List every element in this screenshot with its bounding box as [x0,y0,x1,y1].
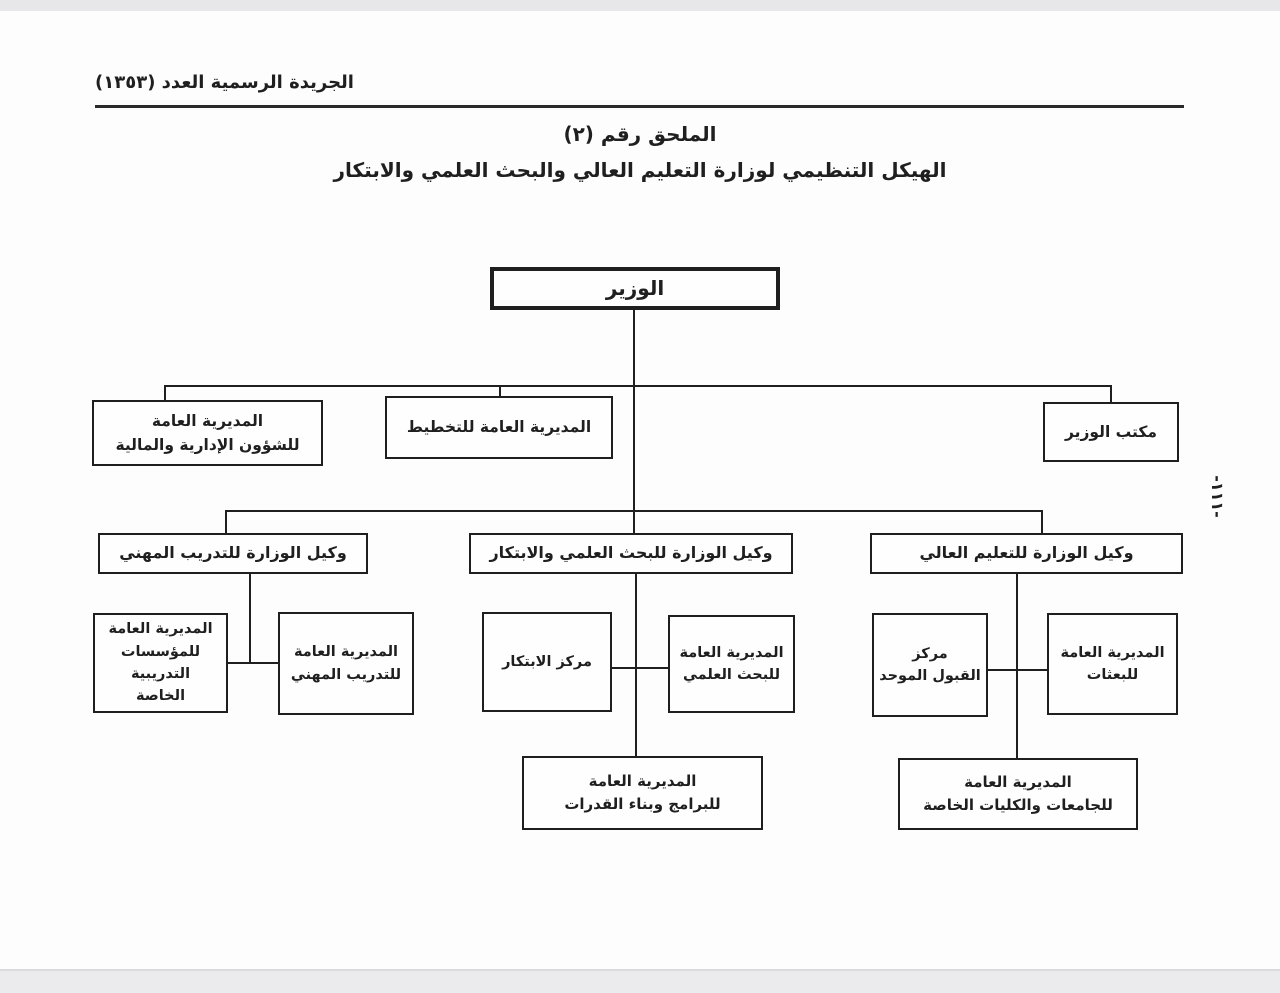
box-innovation-center: مركز الابتكار [482,612,612,712]
box-undersecretary-higher-education: وكيل الوزارة للتعليم العالي [870,533,1183,574]
connector-stub-undersec-voc [225,510,227,534]
connector-branch-voc-horizontal [228,662,278,664]
box-undersecretary-vocational-label: وكيل الوزارة للتدريب المهني [119,543,347,563]
connector-branch-voc-vertical [249,573,251,664]
box-minister: الوزير [490,267,780,310]
annex-label: الملحق رقم (٢) [563,122,717,146]
connector-minister-trunk [633,310,635,536]
box-scientific-research-directorate: المديرية العامة للبحث العلمي [668,615,795,713]
box-planning-label: المديرية العامة للتخطيط [406,418,592,437]
connector-level1-horizontal [164,385,1112,387]
box-admin-financial-directorate: المديرية العامة للشؤون الإدارية والمالية [92,400,323,466]
box-private-universities-label: المديرية العامة للجامعات والكليات الخاصة [923,772,1113,814]
connector-stub-planning [499,385,501,397]
gazette-header: الجريدة الرسمية العدد (١٣٥٣) [95,72,354,93]
connector-stub-minister-office [1110,385,1112,403]
scan-edge-bottom [0,969,1280,993]
box-vocational-training-label: المديرية العامة للتدريب المهني [290,644,402,683]
box-undersecretary-research-innovation: وكيل الوزارة للبحث العلمي والابتكار [469,533,793,574]
box-vocational-training-directorate: المديرية العامة للتدريب المهني [278,612,414,715]
box-unified-admission-label: مركز القبول الموحد [879,645,981,684]
box-planning-directorate: المديرية العامة للتخطيط [385,396,613,459]
diagram-title: الهيكل التنظيمي لوزارة التعليم العالي وا… [333,158,947,182]
box-undersecretary-vocational-training: وكيل الوزارة للتدريب المهني [98,533,368,574]
box-undersecretary-research-label: وكيل الوزارة للبحث العلمي والابتكار [489,543,773,563]
scan-edge-top [0,0,1280,11]
box-private-training-label: المديرية العامة للمؤسسات التدريبية الخاص… [108,621,213,705]
connector-branch-res-horizontal [612,667,668,669]
box-minister-office-label: مكتب الوزير [1065,422,1157,441]
box-private-training-institutions: المديرية العامة للمؤسسات التدريبية الخاص… [93,613,228,713]
page-number: -١١١- [1188,458,1246,534]
connector-stub-undersec-high [1041,510,1043,534]
box-scholarships-label: المديرية العامة للبعثات [1060,644,1165,683]
box-scientific-research-label: المديرية العامة للبحث العلمي [679,644,784,683]
box-programs-capacity-label: المديرية العامة للبرامج وبناء القدرات [564,771,721,813]
connector-level2-horizontal [225,510,1043,512]
box-minister-office: مكتب الوزير [1043,402,1179,462]
box-unified-admission-center: مركز القبول الموحد [872,613,988,717]
box-minister-label: الوزير [605,276,665,300]
box-undersecretary-higher-ed-label: وكيل الوزارة للتعليم العالي [919,543,1134,563]
connector-branch-res-vertical [635,573,637,756]
box-programs-capacity-directorate: المديرية العامة للبرامج وبناء القدرات [522,756,763,830]
connector-branch-high-horizontal [988,669,1047,671]
page-number-text: -١١١- [1207,474,1227,518]
box-private-universities-colleges-directorate: المديرية العامة للجامعات والكليات الخاصة [898,758,1138,830]
connector-branch-high-vertical [1016,573,1018,758]
box-scholarships-directorate: المديرية العامة للبعثات [1047,613,1178,715]
connector-stub-admin [164,385,166,401]
header-rule [95,105,1184,108]
box-admin-financial-label: المديرية العامة للشؤون الإدارية والمالية [115,411,300,454]
box-innovation-center-label: مركز الابتكار [502,653,592,670]
